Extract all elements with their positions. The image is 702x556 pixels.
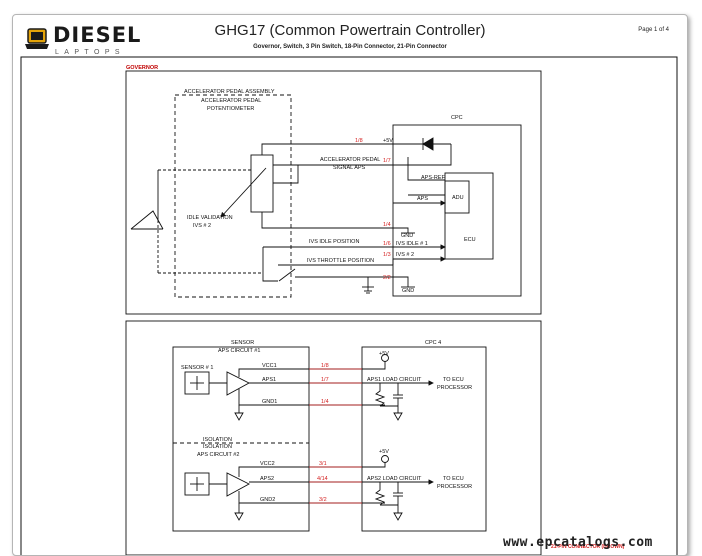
pin-1-6: 1/6 <box>383 241 391 247</box>
logo-word: DIESEL <box>53 23 142 47</box>
document-page: DIESEL LAPTOPS GHG17 (Common Powertrain … <box>12 14 688 556</box>
adu-label: ADU <box>452 195 464 201</box>
governor-frame <box>125 70 542 315</box>
processor-1-label: PROCESSOR <box>437 385 472 391</box>
to-ecu-1-label: TO ECU <box>443 377 464 383</box>
pedal-assembly-box <box>174 94 292 298</box>
circuit2-label: APS CIRCUIT #2 <box>197 452 239 458</box>
cpc4-label: CPC 4 <box>425 340 441 346</box>
ivs-label-2: IVS # 2 <box>193 223 211 229</box>
wiring-schematic: GOVERNOR <box>20 56 678 555</box>
vcc2-label: VCC2 <box>260 461 275 467</box>
amplifier2-symbol <box>226 472 250 497</box>
gnd-label-a: GND <box>401 233 413 239</box>
sensor1-label: SENSOR # 1 <box>181 365 213 371</box>
pin-1-8: 1/8 <box>355 138 363 144</box>
to-ecu-2-label: TO ECU <box>443 476 464 482</box>
pin-s-4-14: 4/14 <box>317 476 328 482</box>
sensor-diagram <box>125 320 542 555</box>
diesel-laptops-logo: DIESEL LAPTOPS <box>23 23 142 59</box>
sensor-box <box>172 346 310 532</box>
wiper-arrow <box>220 167 267 218</box>
signal-label-2: SIGNAL APS <box>333 165 366 171</box>
document-title: GHG17 (Common Powertrain Controller) <box>214 22 486 39</box>
cpc4-box <box>361 346 487 532</box>
isolation-label-2: ISOLATION <box>203 444 232 450</box>
pin-1-7: 1/7 <box>383 158 391 164</box>
sensor-title-1: SENSOR <box>231 340 254 346</box>
amplifier1-symbol <box>226 371 250 396</box>
laptop-logo-icon <box>25 28 49 49</box>
wire-5v <box>261 143 451 155</box>
pin-s-3-2: 3/2 <box>319 497 327 503</box>
plus5v-1-label: +5V <box>379 351 389 357</box>
adu-box <box>444 180 470 214</box>
governor-diagram <box>125 70 542 315</box>
logo-subword: LAPTOPS <box>55 49 125 56</box>
pin-1-3: 1/3 <box>383 252 391 258</box>
document-subtitle: Governor, Switch, 3 Pin Switch, 18-Pin C… <box>253 44 447 50</box>
ivs-idle-1-label: IVS IDLE # 1 <box>396 241 428 247</box>
load2-label: APS2 LOAD CIRCUIT <box>367 476 422 482</box>
pin-s-1-4: 1/4 <box>321 399 329 405</box>
potentiometer-label-2: POTENTIOMETER <box>207 106 254 112</box>
gnd1-label: GND1 <box>262 399 277 405</box>
ivs-2-label: IVS # 2 <box>396 252 414 258</box>
processor-2-label: PROCESSOR <box>437 484 472 490</box>
ivs-label-1: IDLE VALIDATION <box>187 215 233 221</box>
gnd-label-b: GND <box>402 288 414 294</box>
ivs-idle-position-label: IVS IDLE POSITION <box>309 239 359 245</box>
vcc1-label: VCC1 <box>262 363 277 369</box>
pin-s-1-8: 1/8 <box>321 363 329 369</box>
potentiometer-label-1: ACCELERATOR PEDAL <box>201 98 261 104</box>
aps1-label: APS1 <box>262 377 276 383</box>
potentiometer-resistor <box>250 154 274 213</box>
page-number: Page 1 of 4 <box>638 27 669 33</box>
diode-symbol <box>422 137 434 151</box>
pedal-symbol <box>130 210 164 230</box>
sensor-title-2: APS CIRCUIT #1 <box>218 348 260 354</box>
aps-label: APS <box>417 196 428 202</box>
outer-frame <box>20 56 678 555</box>
plus5v-2-label: +5V <box>379 449 389 455</box>
watermark-text: www.epcatalogs.com <box>503 535 653 550</box>
plus5v-label: +5V <box>383 138 393 144</box>
aps-ref-label: APS-REF <box>421 175 445 181</box>
ecu-box <box>444 172 494 260</box>
assembly-label: ACCELERATOR PEDAL ASSEMBLY <box>184 89 275 95</box>
ivs-throttle-position-label: IVS THROTTLE POSITION <box>307 258 374 264</box>
sensor-frame <box>125 320 542 555</box>
aps2-label: APS2 <box>260 476 274 482</box>
gnd2-label: GND2 <box>260 497 275 503</box>
governor-label: GOVERNOR <box>126 65 158 71</box>
pin-1-4: 1/4 <box>383 222 391 228</box>
pin-s-1-7: 1/7 <box>321 377 329 383</box>
ecu-label: ECU <box>464 237 476 243</box>
cpc-label: CPC <box>451 115 463 121</box>
signal-label-1: ACCELERATOR PEDAL <box>320 157 380 163</box>
pin-2-2: 2/2 <box>383 275 391 281</box>
isolation-label-1: ISOLATION <box>203 437 232 443</box>
cpc-box <box>392 124 522 297</box>
pin-s-3-1: 3/1 <box>319 461 327 467</box>
load1-label: APS1 LOAD CIRCUIT <box>367 377 422 383</box>
